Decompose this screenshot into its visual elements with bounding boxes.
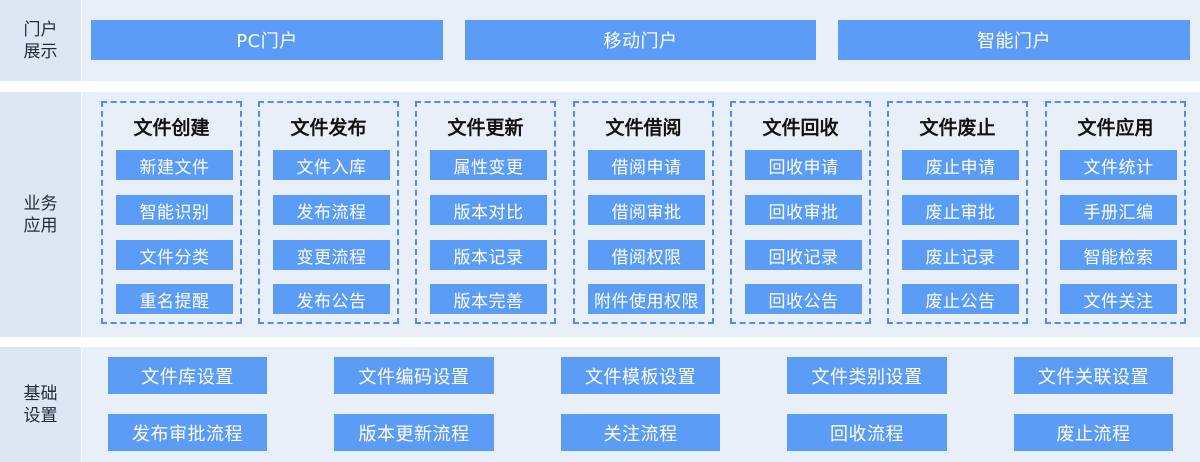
column-title: 文件回收 xyxy=(762,117,839,139)
column-item-button[interactable]: 回收审批 xyxy=(745,195,862,225)
foundation-label: 基础设置 xyxy=(0,347,81,462)
column-title: 文件更新 xyxy=(447,117,524,139)
column-title: 文件应用 xyxy=(1077,117,1154,139)
column-item-button[interactable]: 文件分类 xyxy=(116,240,233,270)
foundation-process-button[interactable]: 发布审批流程 xyxy=(108,414,267,451)
business-label-text: 业务应用 xyxy=(23,193,58,236)
column-item-button[interactable]: 手册汇编 xyxy=(1060,195,1177,225)
portal-label: 门户展示 xyxy=(0,0,81,81)
column-title: 文件创建 xyxy=(133,117,210,139)
portal-label-text: 门户展示 xyxy=(23,19,58,62)
portal-panel: PC门户 移动门户 智能门户 xyxy=(82,0,1200,81)
foundation-setting-button[interactable]: 文件编码设置 xyxy=(334,357,494,394)
column-item-button[interactable]: 废止记录 xyxy=(902,240,1019,270)
business-column: 文件更新属性变更版本对比版本记录版本完善 xyxy=(415,101,556,324)
foundation-panel: 文件库设置 文件编码设置 文件模板设置 文件类别设置 文件关联设置 发布审批流程… xyxy=(82,347,1200,462)
business-column: 文件废止废止申请废止审批废止记录废止公告 xyxy=(887,101,1028,324)
portal-pc-button[interactable]: PC门户 xyxy=(91,20,443,60)
business-column: 文件创建新建文件智能识别文件分类重名提醒 xyxy=(101,101,242,324)
column-item-button[interactable]: 文件关注 xyxy=(1060,284,1177,314)
column-item-button[interactable]: 借阅审批 xyxy=(588,195,705,225)
column-item-button[interactable]: 版本记录 xyxy=(430,240,547,270)
column-item-button[interactable]: 智能识别 xyxy=(116,195,233,225)
column-item-button[interactable]: 废止公告 xyxy=(902,284,1019,314)
column-item-button[interactable]: 变更流程 xyxy=(273,240,390,270)
business-label: 业务应用 xyxy=(0,92,81,337)
foundation-process-button[interactable]: 版本更新流程 xyxy=(334,414,494,451)
column-title: 文件发布 xyxy=(290,117,367,139)
column-title: 文件废止 xyxy=(919,117,996,139)
column-item-button[interactable]: 借阅权限 xyxy=(588,240,705,270)
column-item-button[interactable]: 废止申请 xyxy=(902,150,1019,180)
foundation-process-button[interactable]: 关注流程 xyxy=(561,414,720,451)
column-item-button[interactable]: 属性变更 xyxy=(430,150,547,180)
business-column: 文件应用文件统计手册汇编智能检索文件关注 xyxy=(1045,101,1186,324)
column-item-button[interactable]: 新建文件 xyxy=(116,150,233,180)
column-item-button[interactable]: 废止审批 xyxy=(902,195,1019,225)
column-item-button[interactable]: 借阅申请 xyxy=(588,150,705,180)
portal-mobile-button[interactable]: 移动门户 xyxy=(465,20,816,60)
business-column: 文件回收回收申请回收审批回收记录回收公告 xyxy=(730,101,871,324)
column-item-button[interactable]: 文件统计 xyxy=(1060,150,1177,180)
column-item-button[interactable]: 附件使用权限 xyxy=(588,284,705,314)
column-item-button[interactable]: 版本对比 xyxy=(430,195,547,225)
foundation-setting-button[interactable]: 文件类别设置 xyxy=(787,357,947,394)
foundation-setting-button[interactable]: 文件库设置 xyxy=(108,357,267,394)
foundation-setting-button[interactable]: 文件关联设置 xyxy=(1014,357,1173,394)
column-title: 文件借阅 xyxy=(605,117,682,139)
business-column: 文件借阅借阅申请借阅审批借阅权限附件使用权限 xyxy=(573,101,714,324)
foundation-process-button[interactable]: 回收流程 xyxy=(787,414,947,451)
column-item-button[interactable]: 文件入库 xyxy=(273,150,390,180)
foundation-setting-button[interactable]: 文件模板设置 xyxy=(561,357,720,394)
foundation-label-text: 基础设置 xyxy=(23,383,58,426)
business-column: 文件发布文件入库发布流程变更流程发布公告 xyxy=(258,101,399,324)
foundation-process-button[interactable]: 废止流程 xyxy=(1014,414,1173,451)
column-item-button[interactable]: 回收公告 xyxy=(745,284,862,314)
column-item-button[interactable]: 回收申请 xyxy=(745,150,862,180)
column-item-button[interactable]: 智能检索 xyxy=(1060,240,1177,270)
column-item-button[interactable]: 回收记录 xyxy=(745,240,862,270)
column-item-button[interactable]: 发布流程 xyxy=(273,195,390,225)
column-item-button[interactable]: 版本完善 xyxy=(430,284,547,314)
column-item-button[interactable]: 发布公告 xyxy=(273,284,390,314)
portal-smart-button[interactable]: 智能门户 xyxy=(838,20,1190,60)
column-item-button[interactable]: 重名提醒 xyxy=(116,284,233,314)
